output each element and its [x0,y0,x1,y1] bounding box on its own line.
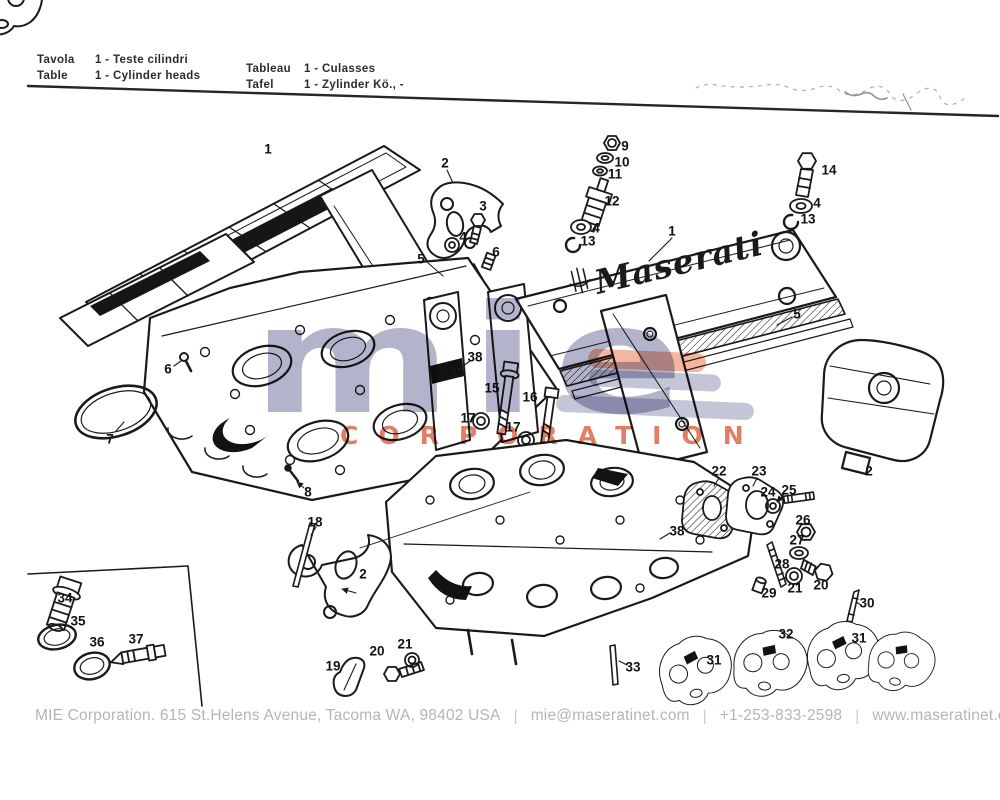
part-plug-20b [800,558,834,582]
header-doc-label: Tableau [246,63,292,75]
part-bolt-14-stack [782,152,817,231]
part-bolt-3 [469,213,486,245]
part-bolt-6-left [179,352,193,373]
part-plug-6a [481,251,497,271]
part-sleeve-29 [751,576,767,595]
footer: MIE Corporation. 615 St.Helens Avenue, T… [35,707,1000,725]
part-bracket-2-top [426,181,504,259]
footer-website: www.maseratinet.com [872,707,1000,724]
part-gasket-22 [681,480,743,540]
footer-divider: | [702,707,707,725]
header-row-german: Tafel 1 - Zylinder Kö., - [246,77,404,93]
part-rocker-caps [0,0,43,36]
footer-divider: | [855,707,860,725]
leader-lines [115,169,862,666]
part-washer-21a [404,652,420,668]
header-doc-label: Tavola [37,54,75,66]
part-washer-27 [789,546,809,560]
header-title: 1 - Zylinder Kö., - [304,79,404,91]
part-washer-24 [765,498,781,514]
part-washer-21b [785,567,803,585]
part-seal-36 [73,651,111,681]
footer-divider: | [513,707,518,725]
footer-phone: +1-253-833-2598 [719,707,843,724]
header-row-italian: Tavola 1 - Teste cilindri [37,52,200,68]
part-valve-cover-right [514,228,838,371]
header-row-french: Tableau 1 - Culasses [246,61,404,77]
part-nut-26 [796,523,816,541]
part-pin-8 [284,464,300,483]
part-o-ring-7 [74,384,158,440]
part-stud-28 [766,541,787,588]
footer-email: mie@maseratinet.com [530,707,690,724]
header-doc-label: Table [37,70,68,82]
header-right: Tableau 1 - Culasses Tafel 1 - Zylinder … [246,61,404,93]
part-bolt-15 [496,360,520,436]
inset-box [27,565,203,707]
part-bolt-20a [383,661,425,682]
header-rule [26,84,1000,118]
part-rear-cover-block [820,338,945,476]
part-washer-4a [444,237,460,253]
part-plate-23 [725,476,785,536]
trident-logo-icon [569,267,591,294]
footer-address: MIE Corporation. 615 St.Helens Avenue, T… [35,707,501,724]
part-seal-35 [37,623,77,651]
part-washer-17a [472,412,490,430]
part-rod-18 [292,522,316,588]
part-wedge-19 [332,656,366,697]
header-title: 1 - Teste cilindri [95,54,188,66]
part-stack-9-13 [564,135,621,254]
header-row-english: Table 1 - Cylinder heads [37,68,200,84]
part-bolt-37 [110,643,167,666]
header-left: Tavola 1 - Teste cilindri Table 1 - Cyli… [37,52,200,84]
part-bolt-16 [540,386,560,445]
pencil-scribble-icon [695,83,969,111]
part-stud-33 [609,644,619,686]
part-cylinder-head-lower [384,438,758,666]
header-doc-label: Tafel [246,79,274,91]
header-title: 1 - Cylinder heads [95,70,201,82]
part-stud-30 [846,589,860,623]
part-cam-cover-left-lower [59,233,255,347]
header-title: 1 - Culasses [304,63,376,75]
part-stud-25 [782,491,816,504]
